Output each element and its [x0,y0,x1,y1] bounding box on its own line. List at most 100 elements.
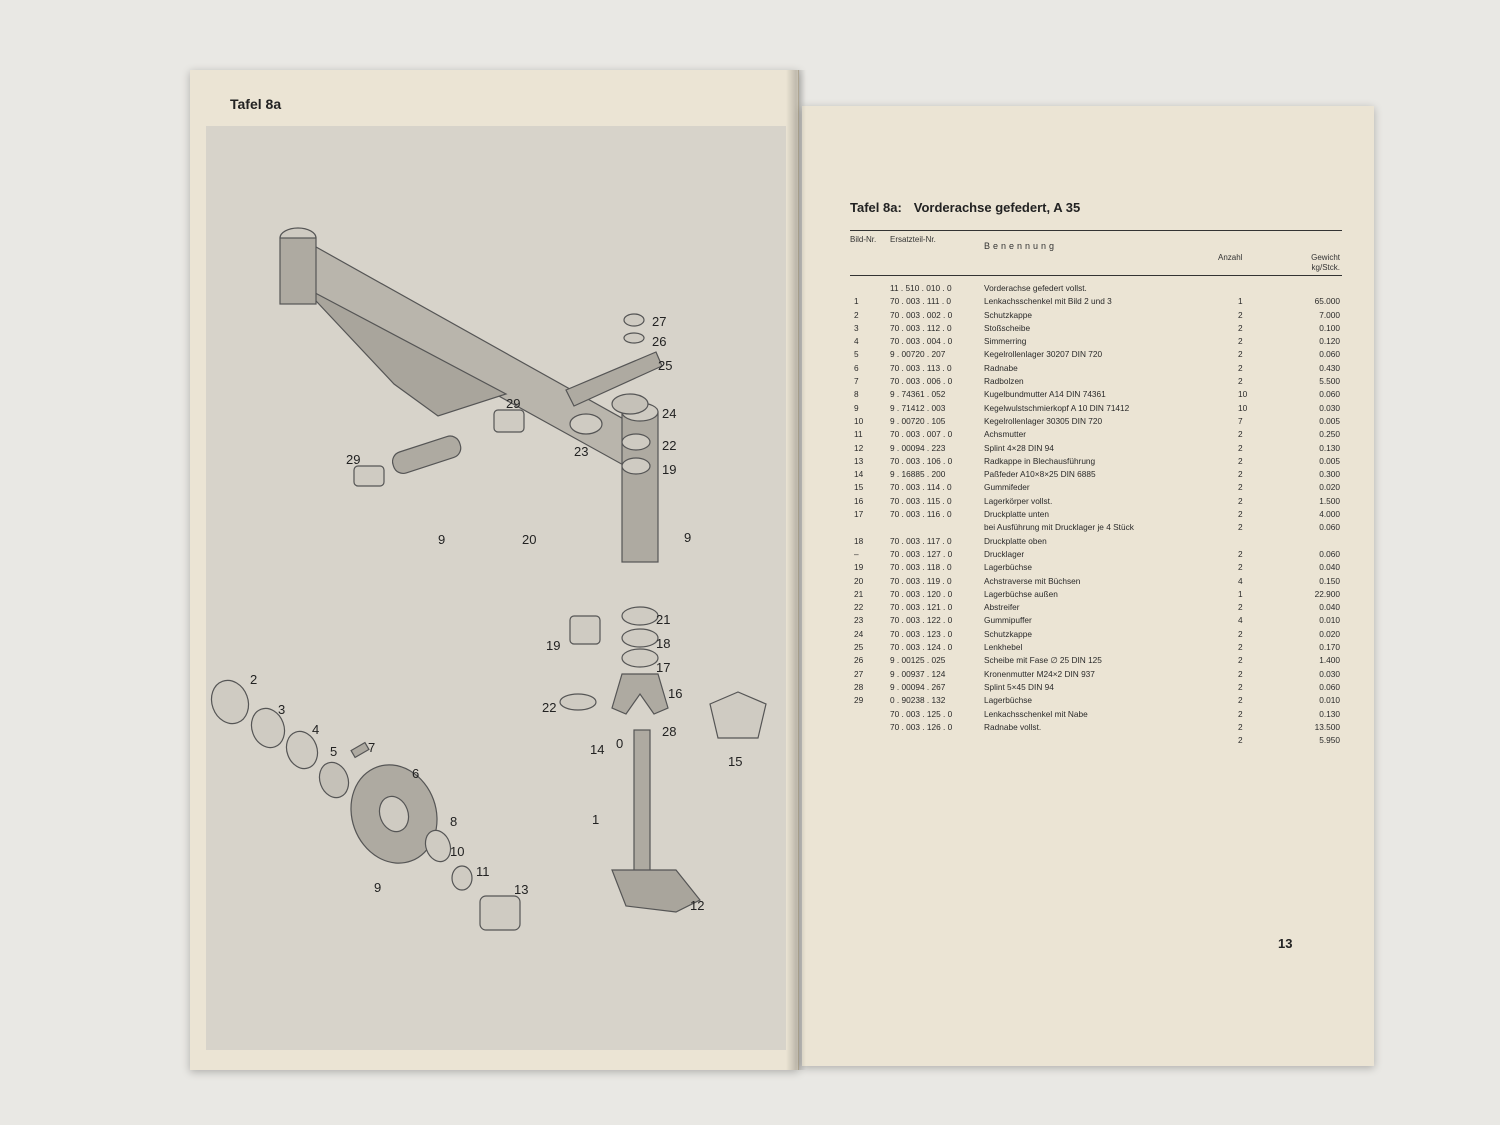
cell-part-number: 70 . 003 . 127 . 0 [890,548,953,559]
cell-quantity: 2 [1238,642,1243,653]
callout-label: 20 [522,532,536,547]
cell-description: Gummipuffer [984,615,1032,626]
cell-weight: 7.000 [1319,309,1340,320]
callout-label: 24 [662,406,676,421]
cell-description: Lagerbüchse außen [984,588,1058,599]
cell-part-number: 70 . 003 . 113 . 0 [890,362,952,373]
cell-part-number: 70 . 003 . 117 . 0 [890,535,952,546]
cell-bild: 4 [854,336,859,347]
callout-label: 3 [278,702,285,717]
cell-weight: 0.170 [1319,642,1340,653]
cell-description: Radkappe in Blechausführung [984,455,1096,466]
cell-quantity: 2 [1238,469,1243,480]
cell-description: Splint 4×28 DIN 94 [984,442,1054,453]
header-part-number: Ersatzteil-Nr. [890,235,936,244]
callout-label: 26 [652,334,666,349]
cell-part-number: 0 . 90238 . 132 [890,695,946,706]
cell-bild: 29 [854,695,864,706]
cell-part-number: 70 . 003 . 114 . 0 [890,482,952,493]
callout-label: 29 [506,396,520,411]
axle-illustration: 27 26 25 29 24 23 22 19 29 9 20 9 21 18 … [210,227,767,931]
cell-bild: 26 [854,655,864,666]
cell-weight: 4.000 [1319,509,1340,520]
cell-weight: 0.060 [1319,681,1340,692]
cell-description: bei Ausführung mit Drucklager je 4 Stück [984,522,1134,533]
cell-bild: 24 [854,628,864,639]
cell-weight: 0.005 [1319,455,1340,466]
cell-weight: 0.060 [1319,389,1340,400]
cell-part-number: 70 . 003 . 002 . 0 [890,309,953,320]
cell-bild: 21 [854,588,864,599]
cell-quantity: 10 [1238,389,1248,400]
cell-weight: 0.130 [1319,708,1340,719]
bushing-left-part [353,465,385,487]
cell-description: Drucklager [984,548,1025,559]
cell-description: Abstreifer [984,602,1020,613]
header-description: Benennung [984,241,1058,251]
cell-bild: 18 [854,535,864,546]
cell-weight: 65.000 [1314,296,1340,307]
cell-part-number: 70 . 003 . 124 . 0 [890,642,953,653]
cell-weight: 5.950 [1319,735,1340,746]
cell-quantity: 2 [1238,695,1243,706]
cell-bild: – [854,548,859,559]
cell-quantity: 2 [1238,495,1243,506]
right-page: Tafel 8a:Vorderachse gefedert, A 35 Bild… [802,106,1374,1066]
callout-label: 21 [656,612,670,627]
cell-part-number: 70 . 003 . 123 . 0 [890,628,953,639]
cell-part-number: 9 . 74361 . 052 [890,389,946,400]
cell-part-number: 9 . 00937 . 124 [890,668,946,679]
callout-label: 16 [668,686,682,701]
seal-part [621,433,651,451]
cell-quantity: 2 [1238,455,1243,466]
cell-bild: 13 [854,455,864,466]
cell-bild: 20 [854,575,864,586]
left-page: Tafel 8a [190,70,799,1070]
callout-label: 4 [312,722,319,737]
cell-part-number: 70 . 003 . 119 . 0 [890,575,952,586]
cell-description: Lenkachsschenkel mit Bild 2 und 3 [984,296,1112,307]
axle-beam-part [299,236,637,474]
cell-part-number: 9 . 00720 . 207 [890,349,946,360]
cell-weight: 0.300 [1319,469,1340,480]
cell-part-number: 9 . 71412 . 003 [890,402,946,413]
cell-description: Kegelrollenlager 30305 DIN 720 [984,415,1103,426]
cell-bild: 28 [854,681,864,692]
cell-description: Schutzkappe [984,309,1032,320]
cell-quantity: 2 [1238,628,1243,639]
cell-part-number: 9 . 00720 . 105 [890,415,946,426]
cell-quantity: 10 [1238,402,1248,413]
cell-bild: 27 [854,668,864,679]
callout-label: 2 [250,672,257,687]
cell-weight: 0.005 [1319,415,1340,426]
cell-bild: 23 [854,615,864,626]
callout-label: 18 [656,636,670,651]
cell-part-number: 9 . 16885 . 200 [890,469,946,480]
callout-label: 11 [476,864,490,879]
callout-label: 19 [546,638,560,653]
ring-part [569,413,603,435]
cell-weight: 0.030 [1319,402,1340,413]
cell-bild: 6 [854,362,859,373]
cell-quantity: 1 [1238,296,1243,307]
table-subtitle: Vorderachse gefedert, A 35 [913,200,1081,215]
cell-description: Schutzkappe [984,628,1032,639]
cell-weight: 0.100 [1319,322,1340,333]
cell-description: Radbolzen [984,376,1024,387]
callout-label: 13 [514,882,528,897]
